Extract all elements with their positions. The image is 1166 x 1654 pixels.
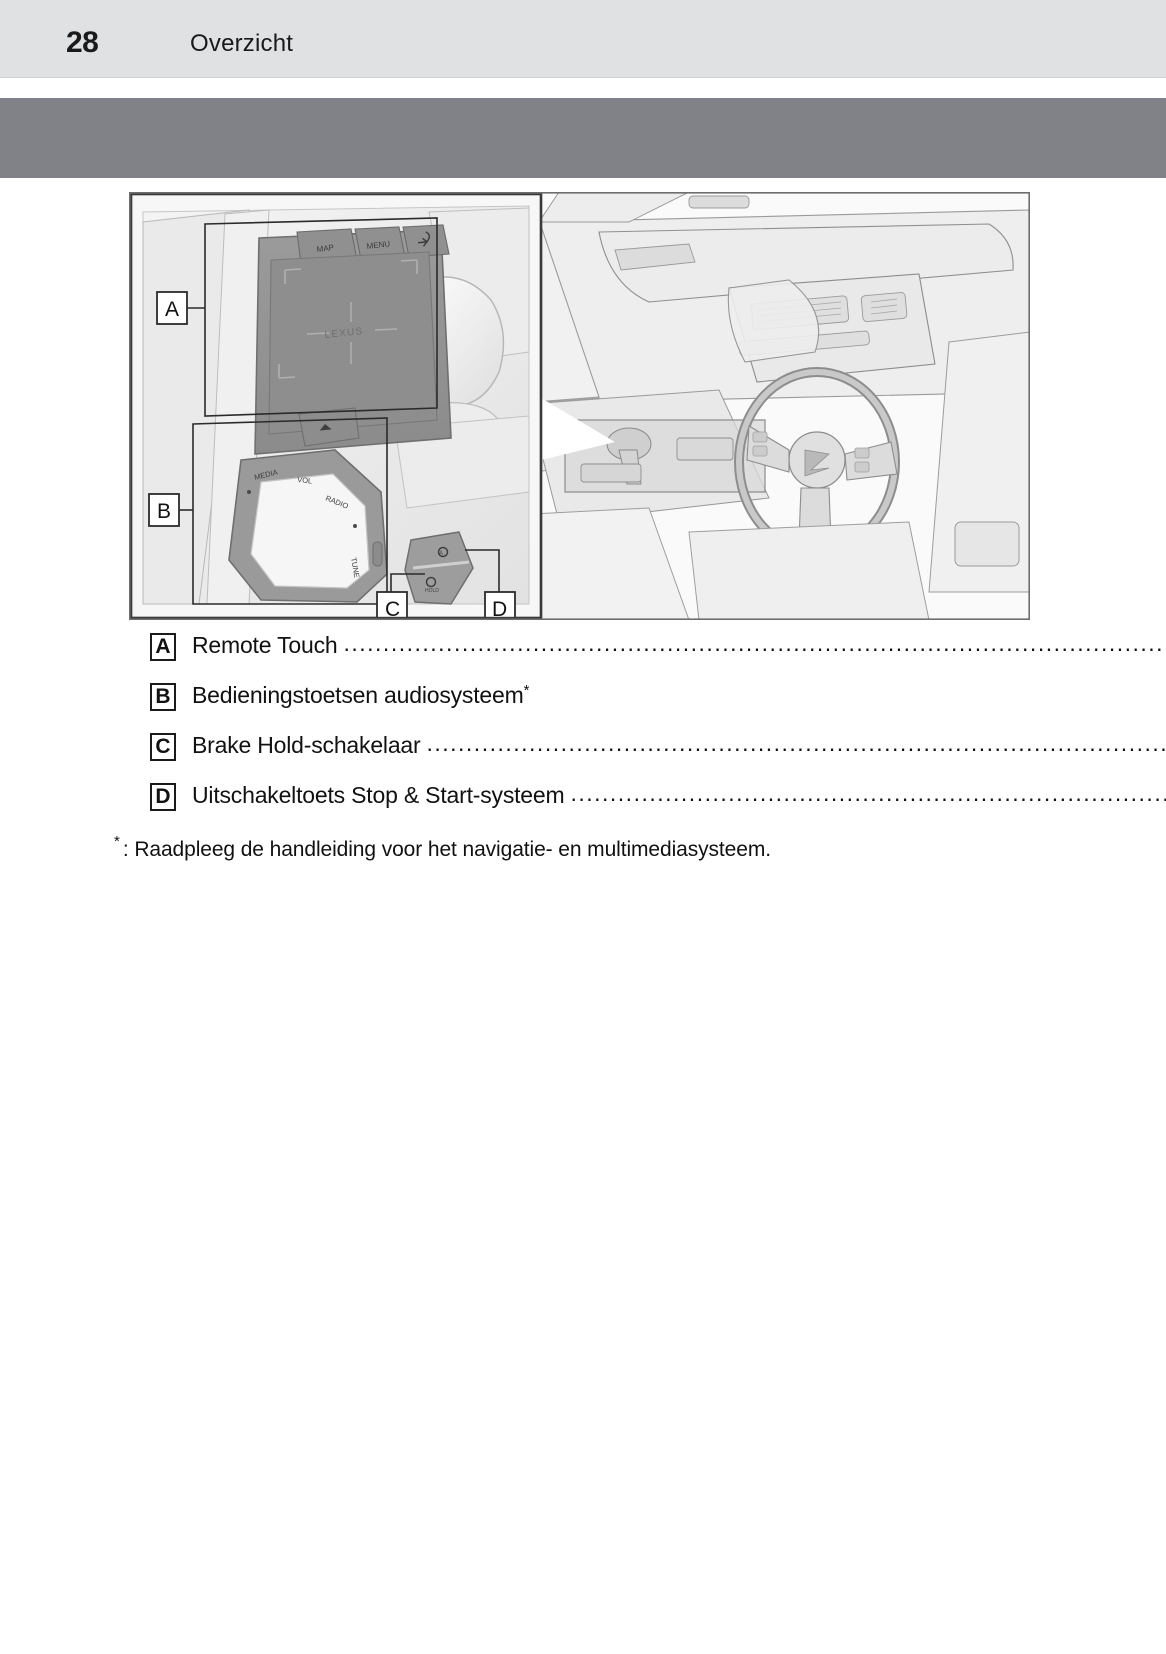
legend-footnote-marker-b: * <box>523 682 530 699</box>
remote-touch-inset: MAP MENU LEXUS MEDI <box>129 192 543 620</box>
legend-badge-a: A <box>150 633 176 661</box>
map-button-label: MAP <box>316 243 334 254</box>
chapter-title: Overzicht <box>190 30 294 57</box>
page-number: 28 <box>66 26 99 59</box>
legend-row-c[interactable]: C Brake Hold-schakelaar ................… <box>150 730 1166 782</box>
legend-label-b: Bedieningstoetsen audiosysteem <box>192 682 524 708</box>
remote-touch-pad: MAP MENU LEXUS <box>254 224 452 455</box>
center-console-illustration: MAP MENU LEXUS MEDI <box>129 192 1030 620</box>
legend-label-a: Remote Touch <box>192 632 338 658</box>
stop-start-icon: A <box>437 546 449 558</box>
legend-row-d[interactable]: D Uitschakeltoets Stop & Start-systeem .… <box>150 780 1166 832</box>
brake-hold-stop-start-switches: A HOLD <box>404 531 474 605</box>
footnote-marker: * <box>114 833 120 850</box>
callout-label-c: C <box>376 573 425 620</box>
callout-label-b: B <box>148 493 193 527</box>
lexus-logo-text: LEXUS <box>324 326 364 341</box>
callout-frame-a <box>204 217 438 417</box>
legend-label-c: Brake Hold-schakelaar <box>192 732 421 758</box>
back-arrow-icon <box>417 231 430 247</box>
enter-button-icon <box>319 424 332 431</box>
vol-knob-label: VOL <box>297 475 313 486</box>
tune-knob-label: TUNE <box>349 557 361 579</box>
header-gray-rule <box>0 98 1166 178</box>
footnote-text: : Raadpleeg de handleiding voor het navi… <box>122 838 771 861</box>
svg-text:A: A <box>439 551 443 557</box>
svg-text:C: C <box>385 598 400 620</box>
legend-dots-c: ........................................… <box>426 730 1166 756</box>
legend-dots-a: ........................................… <box>343 630 1166 656</box>
svg-text:A: A <box>165 298 179 321</box>
svg-text:HOLD: HOLD <box>425 588 439 594</box>
legend-label-d: Uitschakeltoets Stop & Start-systeem <box>192 782 565 808</box>
page-header-band: 28 Overzicht <box>0 0 1166 78</box>
legend-badge-b: B <box>150 683 176 711</box>
callout-pointer <box>541 398 615 460</box>
legend-badge-c: C <box>150 733 176 761</box>
callout-label-a: A <box>156 291 205 325</box>
footnote: * : Raadpleeg de handleiding voor het na… <box>114 832 771 862</box>
svg-text:D: D <box>492 598 507 620</box>
menu-button-label: MENU <box>366 239 391 251</box>
svg-text:B: B <box>157 500 171 523</box>
legend-row-a[interactable]: A Remote Touch .........................… <box>150 630 1166 682</box>
legend-list: A Remote Touch .........................… <box>150 630 1166 832</box>
legend-badge-d: D <box>150 783 176 811</box>
callout-label-d: D <box>465 549 516 620</box>
legend-dots-d: ........................................… <box>570 780 1166 806</box>
legend-row-b[interactable]: B Bedieningstoetsen audiosysteem * <box>150 682 950 732</box>
brake-hold-icon: HOLD <box>425 576 439 594</box>
audio-control-buttons: MEDIA VOL RADIO TUNE <box>228 449 388 603</box>
